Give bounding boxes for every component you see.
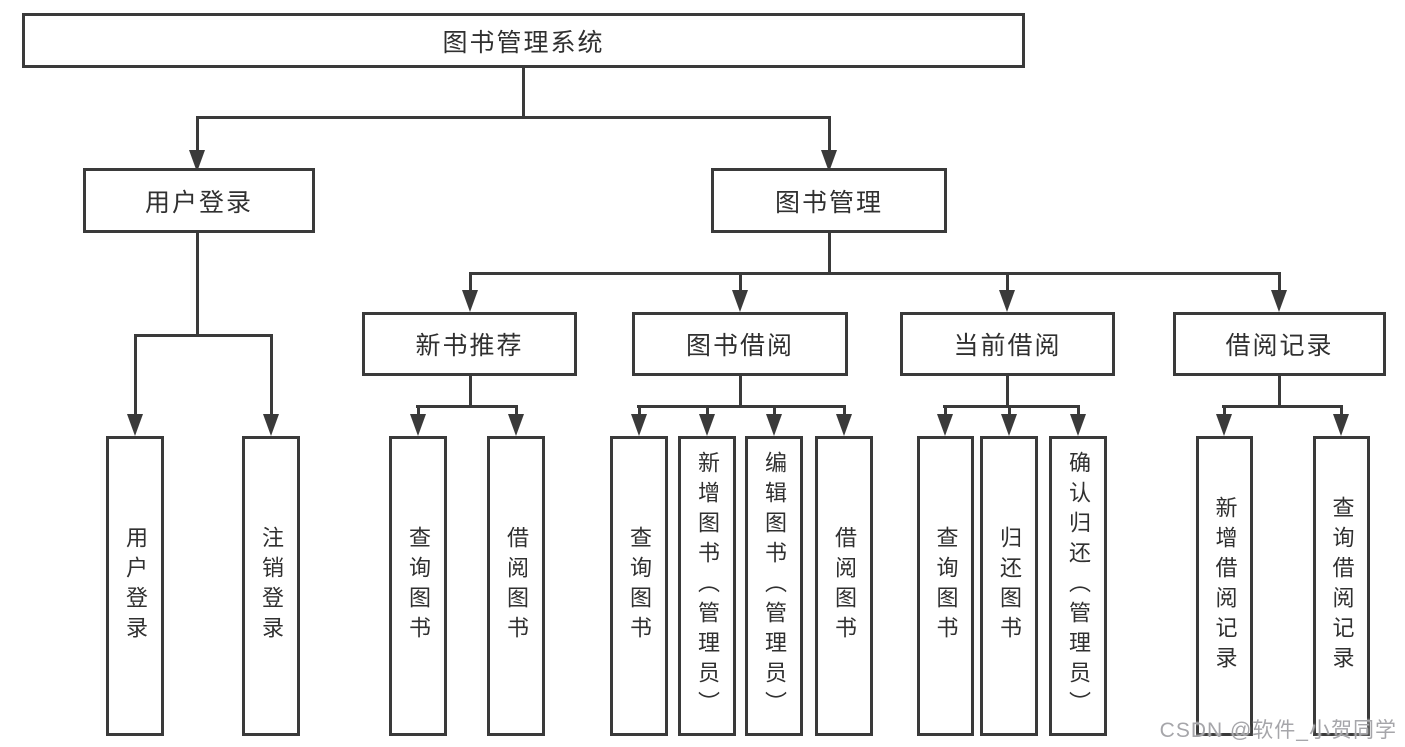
leaf-add-borrow-record-label: 新增借阅记录 — [1212, 496, 1238, 676]
arrow-down-icon — [1271, 290, 1287, 312]
arrow-down-icon — [766, 414, 782, 436]
leaf-user-login-label: 用户登录 — [123, 526, 148, 646]
node-user-login: 用户登录 — [83, 168, 315, 233]
connector-line — [522, 68, 525, 118]
arrow-down-icon — [937, 414, 953, 436]
node-borrowing-records: 借阅记录 — [1173, 312, 1386, 376]
leaf-query-books-recommend-label: 查询图书 — [406, 526, 431, 646]
connector-line — [134, 334, 137, 416]
connector-line — [1222, 405, 1343, 408]
leaf-query-books-current: 查询图书 — [917, 436, 974, 736]
leaf-confirm-return-admin: 确认归还（管理员） — [1049, 436, 1107, 736]
connector-line — [773, 405, 776, 417]
leaf-borrow-books-recommend-label: 借阅图书 — [504, 526, 529, 646]
connector-line — [637, 405, 846, 408]
connector-line — [739, 272, 742, 292]
connector-line — [1278, 272, 1281, 292]
connector-line — [828, 116, 831, 154]
connector-line — [739, 376, 742, 408]
connector-line — [515, 405, 518, 417]
connector-line — [638, 405, 641, 417]
leaf-query-books-recommend: 查询图书 — [389, 436, 447, 736]
arrow-down-icon — [999, 290, 1015, 312]
leaf-confirm-return-admin-label: 确认归还（管理员） — [1066, 451, 1091, 721]
leaf-query-books-current-label: 查询图书 — [933, 526, 959, 646]
connector-line — [196, 116, 831, 119]
connector-line — [416, 405, 518, 408]
node-library-system-label: 图书管理系统 — [442, 28, 605, 57]
arrow-down-icon — [732, 290, 748, 312]
arrow-down-icon — [462, 290, 478, 312]
leaf-logout: 注销登录 — [242, 436, 300, 736]
node-book-borrowing: 图书借阅 — [632, 312, 848, 376]
connector-line — [469, 272, 472, 292]
node-borrowing-records-label: 借阅记录 — [1225, 332, 1334, 360]
connector-line — [1008, 405, 1011, 417]
arrow-down-icon — [1001, 414, 1017, 436]
leaf-user-login: 用户登录 — [106, 436, 164, 736]
leaf-add-book-admin-label: 新增图书（管理员） — [695, 451, 720, 721]
connector-line — [828, 233, 831, 275]
connector-line — [706, 405, 709, 417]
arrow-down-icon — [1216, 414, 1232, 436]
arrow-down-icon — [508, 414, 524, 436]
node-current-borrowing-label: 当前借阅 — [953, 332, 1062, 360]
leaf-add-book-admin: 新增图书（管理员） — [678, 436, 736, 736]
arrow-down-icon — [410, 414, 426, 436]
connector-line — [944, 405, 947, 417]
node-library-system: 图书管理系统 — [22, 13, 1025, 68]
node-new-book-recommend-label: 新书推荐 — [415, 332, 524, 360]
arrow-down-icon — [699, 414, 715, 436]
node-current-borrowing: 当前借阅 — [900, 312, 1115, 376]
leaf-return-book: 归还图书 — [980, 436, 1038, 736]
connector-line — [196, 233, 199, 337]
leaf-query-books-borrowing-label: 查询图书 — [627, 526, 652, 646]
leaf-query-borrow-record: 查询借阅记录 — [1313, 436, 1370, 736]
leaf-edit-book-admin-label: 编辑图书（管理员） — [762, 451, 787, 721]
arrow-down-icon — [631, 414, 647, 436]
arrow-down-icon — [836, 414, 852, 436]
leaf-query-borrow-record-label: 查询借阅记录 — [1329, 496, 1355, 676]
connector-line — [469, 376, 472, 408]
leaf-return-book-label: 归还图书 — [997, 526, 1022, 646]
leaf-edit-book-admin: 编辑图书（管理员） — [745, 436, 803, 736]
connector-line — [417, 405, 420, 417]
connector-line — [1077, 405, 1080, 417]
leaf-borrow-books-recommend: 借阅图书 — [487, 436, 545, 736]
arrow-down-icon — [263, 414, 279, 436]
connector-line — [1340, 405, 1343, 417]
arrow-down-icon — [127, 414, 143, 436]
connector-line — [469, 272, 1281, 275]
node-new-book-recommend: 新书推荐 — [362, 312, 577, 376]
connector-line — [1278, 376, 1281, 408]
connector-line — [1006, 376, 1009, 408]
arrow-down-icon — [189, 150, 205, 172]
watermark: CSDN @软件_小贺同学 — [1159, 719, 1397, 742]
node-user-login-label: 用户登录 — [144, 188, 253, 217]
connector-line — [943, 405, 1080, 408]
leaf-borrow-books: 借阅图书 — [815, 436, 873, 736]
arrow-down-icon — [1070, 414, 1086, 436]
connector-line — [270, 334, 273, 416]
arrow-down-icon — [821, 150, 837, 172]
node-book-management-label: 图书管理 — [774, 188, 883, 217]
node-book-management: 图书管理 — [711, 168, 947, 233]
connector-line — [843, 405, 846, 417]
connector-line — [196, 116, 199, 154]
node-book-borrowing-label: 图书借阅 — [685, 332, 794, 360]
leaf-query-books-borrowing: 查询图书 — [610, 436, 668, 736]
leaf-add-borrow-record: 新增借阅记录 — [1196, 436, 1253, 736]
connector-line — [134, 334, 273, 337]
leaf-borrow-books-label: 借阅图书 — [832, 526, 857, 646]
arrow-down-icon — [1333, 414, 1349, 436]
leaf-logout-label: 注销登录 — [259, 526, 284, 646]
connector-line — [1223, 405, 1226, 417]
connector-line — [1006, 272, 1009, 292]
